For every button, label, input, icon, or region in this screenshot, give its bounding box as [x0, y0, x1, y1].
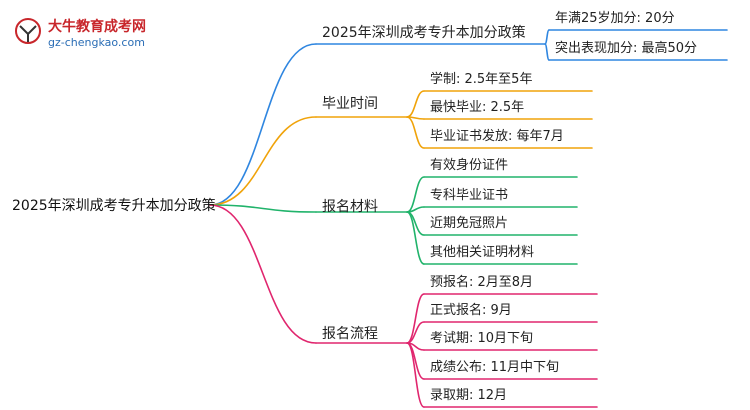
leaf-label-4-4: 成绩公布: 11月中下旬: [430, 360, 560, 375]
leaf-connector-4-5: [406, 342, 425, 408]
branch-connector-4: [209, 204, 317, 344]
leaf-label-3-1: 有效身份证件: [430, 158, 509, 173]
leaf-label-4-5: 录取期: 12月: [430, 388, 508, 403]
branch-connector-3: [209, 204, 317, 213]
leaf-label-3-3: 近期免冠照片: [430, 216, 509, 231]
leaf-label-3-4: 其他相关证明材料: [430, 245, 535, 260]
leaf-connector-3-4: [406, 211, 425, 265]
leaf-label-4-3: 考试期: 10月下旬: [430, 331, 534, 346]
branch-connector-1: [209, 43, 317, 206]
leaf-label-4-1: 预报名: 2月至8月: [430, 275, 534, 290]
branch-label-2: 毕业时间: [322, 96, 378, 112]
leaf-label-3-2: 专科毕业证书: [430, 188, 509, 203]
leaf-connector-1-1: [544, 29, 550, 45]
leaf-connector-1-2: [544, 43, 550, 61]
root-node-label: 2025年深圳成考专升本加分政策: [12, 198, 216, 214]
brand-url: gz-chengkao.com: [48, 36, 145, 49]
branch-label-4: 报名流程: [322, 326, 378, 342]
leaf-connector-4-1: [406, 293, 425, 344]
leaf-label-4-2: 正式报名: 9月: [430, 303, 512, 318]
branch-connector-2: [209, 116, 317, 206]
leaf-label-1-1: 年满25岁加分: 20分: [555, 11, 675, 26]
brand-name: 大牛教育成考网: [48, 19, 146, 35]
leaf-label-2-3: 毕业证书发放: 每年7月: [430, 129, 564, 144]
leaf-label-2-2: 最快毕业: 2.5年: [430, 100, 525, 115]
bull-logo-icon: [15, 18, 41, 44]
leaf-connector-3-1: [406, 176, 425, 213]
leaf-label-1-2: 突出表现加分: 最高50分: [555, 41, 698, 56]
leaf-connector-2-3: [406, 116, 425, 149]
branch-label-3: 报名材料: [322, 199, 378, 215]
leaf-connector-2-1: [406, 90, 425, 118]
leaf-label-2-1: 学制: 2.5年至5年: [430, 72, 533, 87]
branch-label-1: 2025年深圳成考专升本加分政策: [322, 25, 526, 41]
brand-logo: 大牛教育成考网 gz-chengkao.com: [14, 12, 164, 52]
